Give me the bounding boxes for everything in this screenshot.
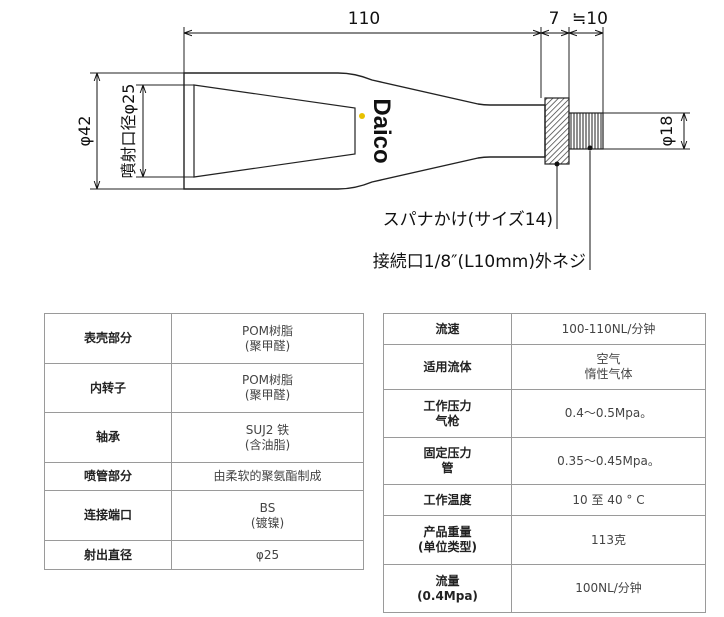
spec-key: 工作温度 [383,484,512,516]
spec-key: 固定压力管 [383,437,512,485]
nozzle-inner-cone [193,84,356,178]
spec-key-line: (0.4Mpa) [417,588,478,603]
leader-dot-wrench [554,161,560,167]
table-row: 产品重量(单位类型) 113克 [383,515,706,565]
spec-table-right: 流速 100-110NL/分钟 适用流体 空气惰性气体 工作压力气枪 0.4～0… [383,313,706,613]
spec-value-line: (聚甲醛) [244,338,291,353]
spec-value: SUJ2 铁(含油脂) [171,412,364,463]
nozzle-body-outline [183,72,546,190]
nozzle-drawing: Daico 110 7 ≒10 φ42 噴射口径φ25 φ18 スパナかけ(サイ… [75,9,690,272]
spec-value-line: 0.35～0.45Mpa。 [557,453,660,468]
spec-value: POM树脂(聚甲醛) [171,363,364,413]
spec-key-line: 管 [441,461,454,475]
spec-value-line: 惰性气体 [584,367,633,381]
table-row: 流速 100-110NL/分钟 [383,313,706,345]
table-row: 流量(0.4Mpa) 100NL/分钟 [383,564,706,613]
spec-value: 0.35～0.45Mpa。 [511,437,706,485]
table-row: 固定压力管 0.35～0.45Mpa。 [383,437,706,485]
note-thread-text: 接続口1/8″(L10mm)外ネジ [373,252,586,272]
thread-connector [568,112,604,150]
dim-connector-dia-text: φ18 [657,116,676,147]
spec-key-line: 工作温度 [423,492,472,507]
spec-key-line: 流量 [435,573,460,588]
table-row: 表壳部分 POM树脂(聚甲醛) [44,313,364,364]
spec-key: 工作压力气枪 [383,389,512,438]
spec-value: φ25 [171,540,364,570]
dim-outer-dia-text: φ42 [75,116,94,147]
spec-key: 内转子 [44,363,172,413]
spec-value: 100NL/分钟 [511,564,706,613]
spec-key: 喷管部分 [44,462,172,491]
spec-value-line: SUJ2 铁 [245,422,290,437]
wrench-hex [544,97,570,165]
dim-thread-text: ≒10 [572,9,608,29]
spec-key: 流速 [383,313,512,345]
brand-dot [359,113,365,119]
brand-logo: Daico [368,98,395,163]
spec-key: 连接端口 [44,490,172,541]
spec-value-line: POM树脂 [241,323,294,338]
spec-key: 产品重量(单位类型) [383,515,512,565]
dim-wrench-text: 7 [549,9,560,29]
spec-table-left: 表壳部分 POM树脂(聚甲醛) 内转子 POM树脂(聚甲醛) 轴承 SUJ2 铁… [44,313,364,570]
spec-value: 113克 [511,515,706,565]
spec-value: 由柔软的聚氨酯制成 [171,462,364,491]
spec-key: 适用流体 [383,344,512,390]
spec-value-line: (含油脂) [244,437,291,452]
table-row: 工作压力气枪 0.4～0.5Mpa。 [383,389,706,438]
table-row: 内转子 POM树脂(聚甲醛) [44,363,364,413]
spec-value-line: (聚甲醛) [244,388,291,402]
spec-key-line: 适用流体 [423,359,472,374]
spec-value-line: 113克 [591,532,626,547]
spec-value-line: POM树脂 [241,373,294,387]
spec-key: 轴承 [44,412,172,463]
spec-value-line: BS [259,500,276,515]
spec-value-line: 空气 [596,352,621,366]
spec-key: 射出直径 [44,540,172,570]
spec-key-line: 气枪 [435,413,460,428]
spec-value: POM树脂(聚甲醛) [171,313,364,364]
dim-nozzle-label-text: 噴射口径φ25 [119,84,138,179]
table-row: 连接端口 BS(镀镍) [44,490,364,541]
dim-length-text: 110 [348,9,380,29]
spec-value: 空气惰性气体 [511,344,706,390]
spec-key-line: 工作压力 [423,398,472,413]
spec-key-line: 产品重量 [423,525,472,539]
spec-value: 100-110NL/分钟 [511,313,706,345]
table-row: 轴承 SUJ2 铁(含油脂) [44,412,364,463]
spec-value: BS(镀镍) [171,490,364,541]
spec-value-line: 由柔软的聚氨酯制成 [213,469,322,483]
spec-value: 0.4～0.5Mpa。 [511,389,706,438]
spec-key: 流量(0.4Mpa) [383,564,512,613]
spec-key-line: 流速 [435,321,460,336]
spec-value-line: 0.4～0.5Mpa。 [564,406,653,420]
table-row: 喷管部分 由柔软的聚氨酯制成 [44,462,364,491]
table-row: 射出直径 φ25 [44,540,364,570]
table-row: 适用流体 空气惰性气体 [383,344,706,390]
spec-key: 表壳部分 [44,313,172,364]
spec-value-line: 10 至 40 ° C [572,492,645,507]
spec-value-line: (镀镍) [250,515,285,530]
spec-key-line: (单位类型) [418,540,477,554]
spec-value-line: 100-110NL/分钟 [561,321,656,336]
spec-value: 10 至 40 ° C [511,484,706,516]
table-row: 工作温度 10 至 40 ° C [383,484,706,516]
spec-key-line: 固定压力 [423,446,472,460]
leader-dot-thread [587,145,593,151]
spec-value-line: 100NL/分钟 [575,581,642,595]
spec-value-line: φ25 [255,547,280,562]
note-wrench-text: スパナかけ(サイズ14) [383,210,553,230]
